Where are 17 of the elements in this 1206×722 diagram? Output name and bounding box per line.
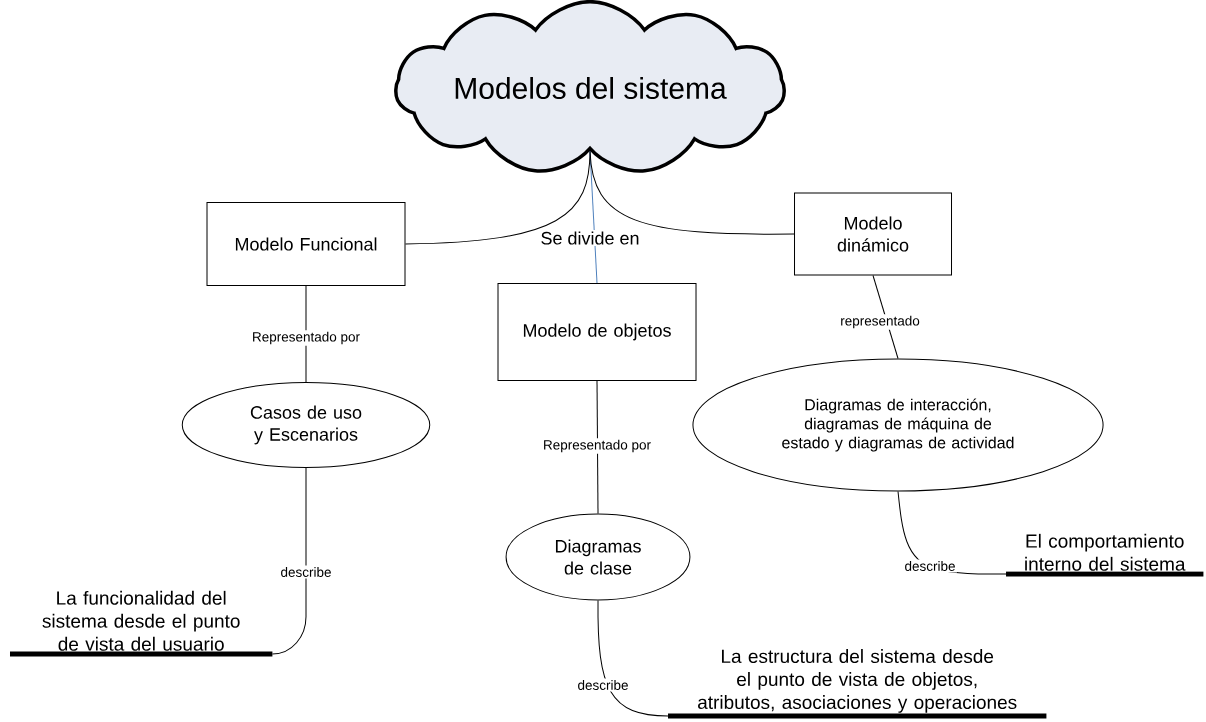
underlined-text: La funcionalidad del sistema desde el punto de vista del usuario <box>10 590 273 657</box>
connector-line <box>597 600 669 717</box>
connector-line <box>589 150 795 235</box>
edge-label: describe <box>903 559 958 573</box>
edge-label: Representado por <box>541 438 653 454</box>
edge-label: Representado por <box>250 330 362 346</box>
edge-label: describe <box>279 565 333 579</box>
underlined-text: El comportamiento interno del sistema <box>1006 533 1204 577</box>
edge-label: describe <box>576 678 630 692</box>
connector-line <box>271 467 307 655</box>
edge-label: Se divide en <box>538 229 642 247</box>
concept-box: Modelo Funcional <box>206 202 406 286</box>
connector-line <box>596 380 599 514</box>
concept-box: Modelo de objetos <box>497 283 697 381</box>
edge-label: representado <box>838 314 922 330</box>
underlined-text: La estructura del sistema desde el punto de vista de objetos, atributos, asociaciones y operaciones <box>668 649 1047 719</box>
concept-box: Modelo dinámico <box>794 192 952 276</box>
